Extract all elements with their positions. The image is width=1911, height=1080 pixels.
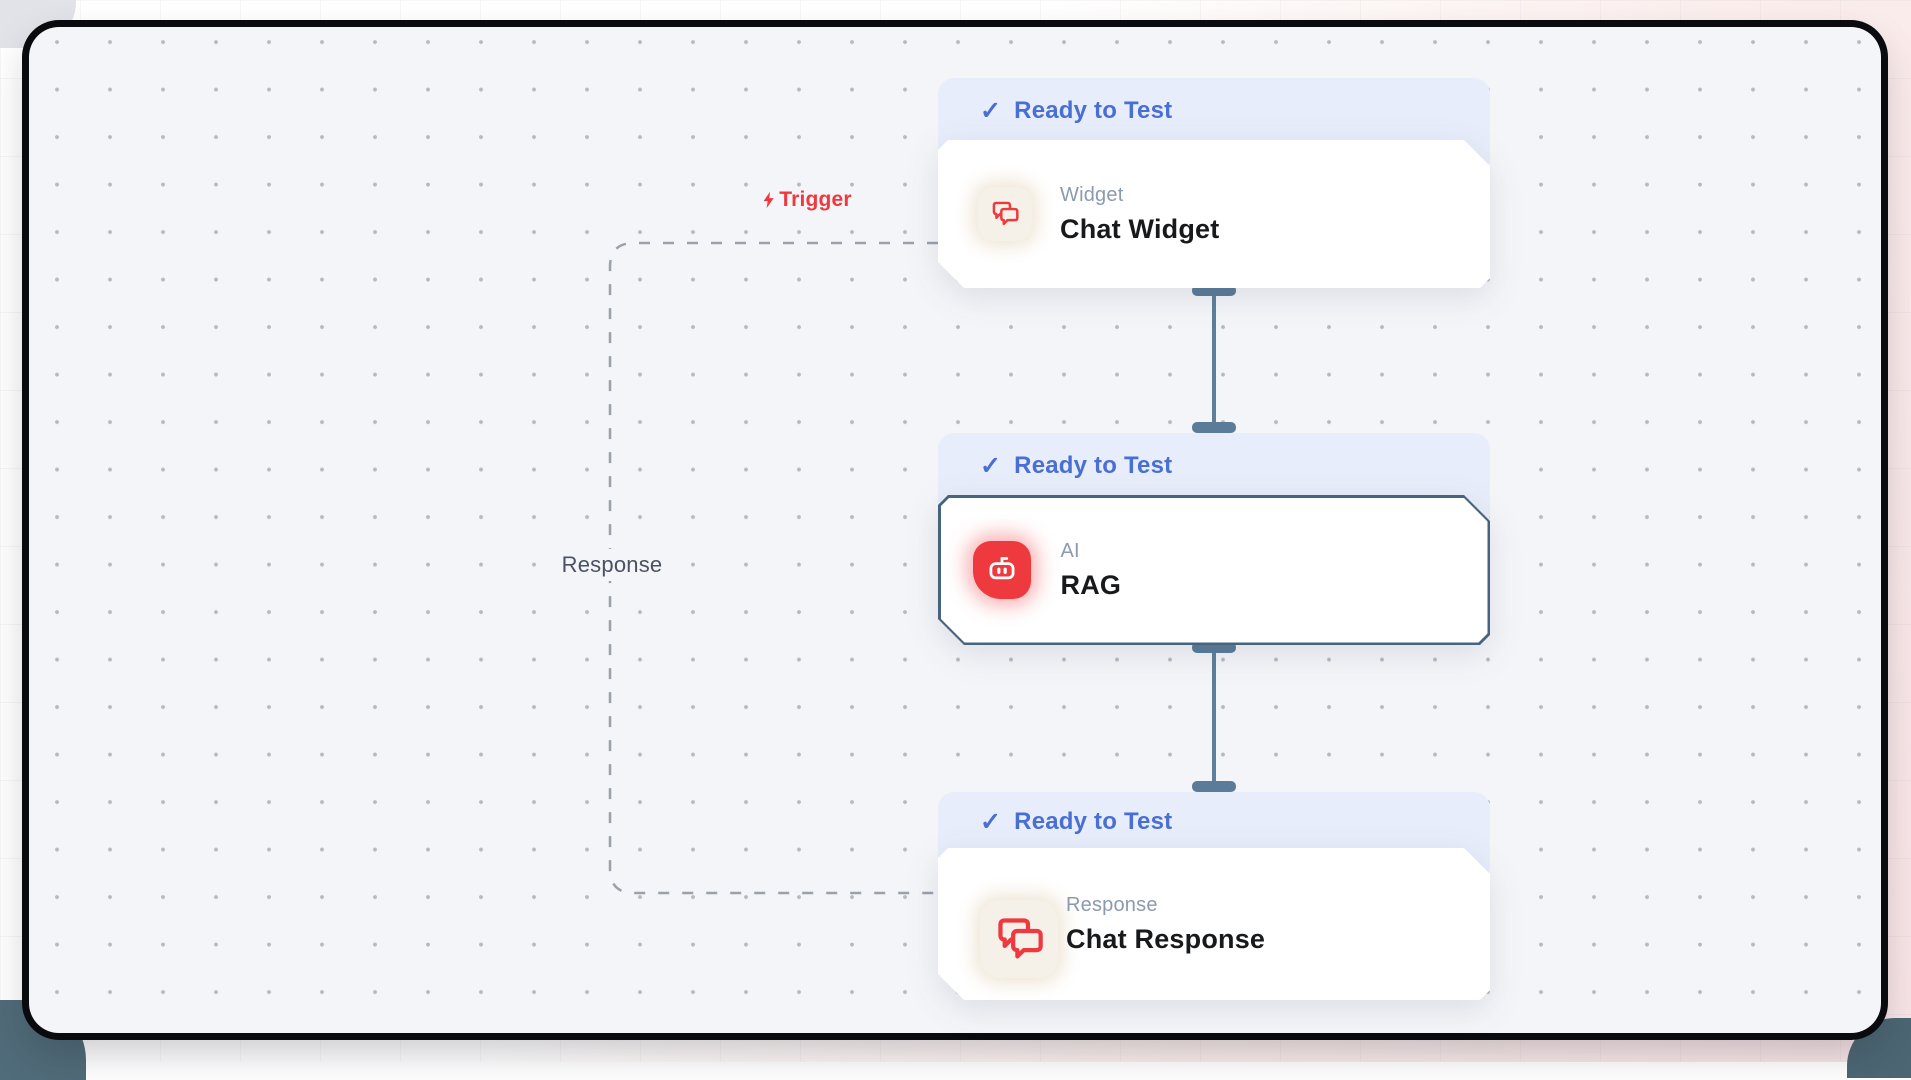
- trigger-label-text: Trigger: [779, 188, 852, 211]
- node-title: Chat Widget: [1060, 213, 1220, 244]
- node-title: Chat Response: [1066, 923, 1266, 954]
- connection-handle-target[interactable]: [1192, 781, 1236, 792]
- connection-handle-target[interactable]: [1192, 422, 1236, 433]
- check-icon: ✓: [980, 807, 1002, 836]
- lightning-bolt-icon: [763, 191, 774, 209]
- status-text: Ready to Test: [1014, 452, 1173, 479]
- check-icon: ✓: [980, 96, 1002, 125]
- node-category: Response: [1066, 893, 1158, 916]
- connector-line: [1212, 291, 1216, 428]
- node-category: AI: [1060, 539, 1080, 562]
- connection-handle-source[interactable]: [1192, 642, 1236, 653]
- response-edge-label[interactable]: Response: [552, 549, 672, 581]
- trigger-label: Trigger: [760, 188, 852, 212]
- connector-line: [1212, 648, 1216, 787]
- connection-handle-source[interactable]: [1192, 285, 1236, 296]
- node-card[interactable]: Response Chat Response: [938, 848, 1490, 1000]
- chat-bubbles-icon: [980, 900, 1058, 978]
- check-icon: ✓: [980, 451, 1002, 480]
- status-text: Ready to Test: [1014, 97, 1173, 124]
- robot-icon: [973, 541, 1031, 599]
- flow-canvas[interactable]: Trigger Response ✓ Ready to Test: [29, 27, 1881, 1033]
- node-category: Widget: [1060, 183, 1124, 206]
- node-chat-response[interactable]: ✓ Ready to Test Response Ch: [938, 792, 1490, 1000]
- chat-bubbles-icon: [978, 187, 1032, 241]
- node-card-selected[interactable]: AI RAG: [938, 495, 1490, 645]
- node-card[interactable]: Widget Chat Widget: [938, 140, 1490, 288]
- node-chat-widget[interactable]: ✓ Ready to Test Widget Chat: [938, 78, 1490, 288]
- status-text: Ready to Test: [1014, 808, 1173, 835]
- node-rag[interactable]: ✓ Ready to Test: [938, 433, 1490, 645]
- node-title: RAG: [1060, 569, 1122, 600]
